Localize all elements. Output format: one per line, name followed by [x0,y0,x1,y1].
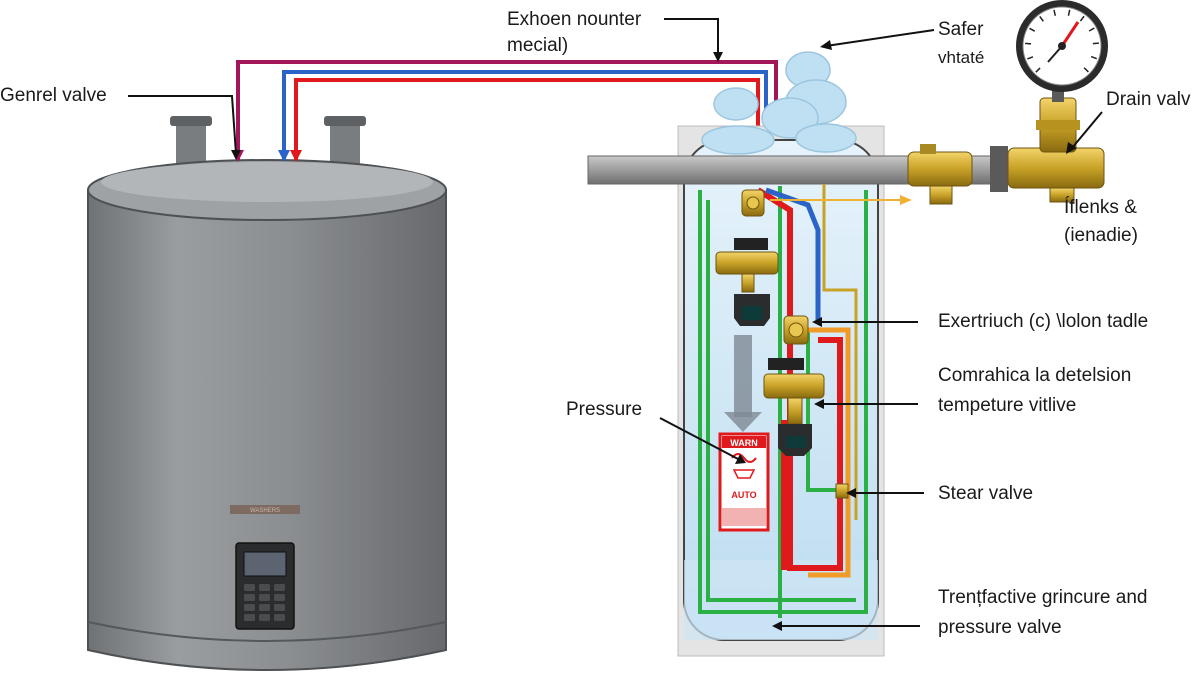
control-keypad[interactable] [244,584,285,621]
arrow-icon-comrahica [814,399,824,409]
gauge-ticks [1025,9,1099,73]
keypad-button[interactable] [274,584,285,591]
top-callout-line1: Exhoen nounter [507,9,642,30]
arrow-icon-top [713,52,723,62]
feed-arrow-icon [900,195,912,205]
gauge-tick [1039,15,1044,22]
pressure-gauge [1016,0,1108,102]
orange-inner-pipe [806,327,851,578]
keypad-button[interactable] [259,614,270,621]
gauge-tick [1053,9,1057,16]
top-callout-line2: mecial) [507,35,569,56]
green-loop-inner [706,200,856,602]
gauge-tick [1035,67,1041,73]
leader-lines [128,18,1103,627]
left-inlet-stub [176,120,206,164]
blue-inner-pipe [765,187,821,320]
control-panel[interactable] [235,542,295,630]
exertruch-label: Exertriuch (c) \lolon tadle [938,311,1149,332]
arrow-icon-drain [1066,142,1077,154]
gauge-tick [1090,55,1098,60]
gauge-tick [1027,56,1034,60]
gauge-needle [1060,21,1080,47]
keypad-button[interactable] [244,584,255,591]
inner-valve-top [741,189,765,217]
warning-sign-title: WARN [730,438,758,448]
leader-arrowheads [231,40,1077,631]
warning-sign-subtitle: AUTO [731,490,756,500]
keypad-button[interactable] [259,594,270,601]
tank-body [87,189,447,671]
leader-drain [1071,111,1103,149]
gauge-tick [1029,27,1036,32]
pressure-label: Pressure [566,399,643,420]
keypad-button[interactable] [244,594,255,601]
inner-valve-middle [763,315,825,456]
drain-valve-label: Drain valv [1106,89,1191,110]
warning-sign: WARN AUTO [718,432,770,532]
keypad-button[interactable] [274,604,285,611]
gauge-tick [1079,15,1085,22]
tank-top-highlight [101,162,433,202]
arrow-icon-stear [846,488,856,498]
keypad-button[interactable] [259,584,270,591]
trenfactive-label-line2: pressure valve [938,617,1062,638]
right-inlet-stub [330,120,360,164]
flenks-label-line2: (ienadie) [1064,225,1138,246]
leader-pressure [659,417,741,461]
left-inlet-cap [170,116,212,126]
comrahica-label-line2: tempeture vitlive [938,395,1077,416]
pipe-coupling [990,146,1008,192]
comrahica-label-line1: Comrahica la detelsion [938,365,1132,386]
leader-safety [825,29,935,47]
keypad-button[interactable] [274,614,285,621]
steam-cloud [701,51,857,155]
valve-assembly: WARN AUTO [587,0,1108,657]
gauge-tick [1067,9,1071,16]
control-display [243,551,287,577]
tank-brand-plate [230,505,300,514]
keypad-button[interactable] [259,604,270,611]
trenfactive-label-line1: Trențfactive grincure and [938,587,1148,608]
stear-valve-body [835,483,849,499]
keypad-button[interactable] [244,604,255,611]
hot-arrow-icon [290,150,302,162]
arrow-icon-exertruch [812,317,822,327]
warning-hand-icon [731,453,757,463]
tank-bottom-seam [87,621,447,642]
arrow-icon-pressure [735,454,746,464]
keypad-button[interactable] [274,594,285,601]
gauge-tick [1088,27,1095,32]
arrow-icon-safety [820,40,832,50]
right-inlet-cap [324,116,366,126]
flow-arrow-shaft [734,335,752,417]
arrow-icon-general [231,150,241,160]
gauge-tick [1083,67,1089,73]
stear-valve-label: Stear valve [938,483,1034,504]
inner-valve-upper [715,238,779,326]
drain-valve-assembly [1007,97,1105,203]
inline-brass-valve [907,144,973,205]
green-loop-outer [698,190,868,614]
water-heater-tank: WASHERS [87,116,447,671]
tank-brand-text: WASHERS [250,508,280,514]
flow-arrow-icon [724,412,762,432]
general-valve-label: Genrel valve [0,85,107,106]
arrow-icon-trenfactive [772,621,782,631]
leader-general-valve [128,95,237,155]
safety-label-line1: Safer [938,19,984,40]
leader-top-callout [664,18,719,58]
safety-label-line2: vhtaté [938,48,985,67]
flenks-label-line1: Íflenks & [1064,197,1137,218]
keypad-button[interactable] [244,614,255,621]
hot-inner-pipe [756,187,843,571]
cold-arrow-icon [278,150,290,162]
